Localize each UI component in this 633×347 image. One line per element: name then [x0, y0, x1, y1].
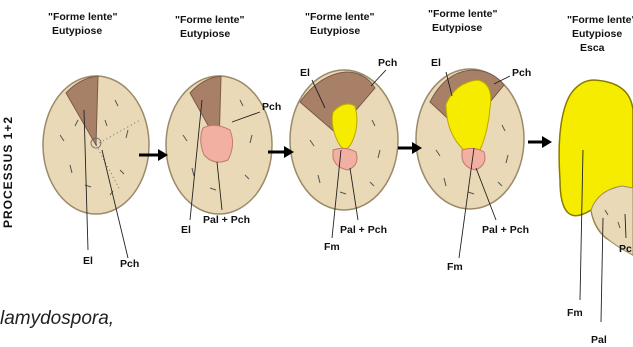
svg-text:"Forme lente": "Forme lente"	[305, 11, 374, 23]
label-pch-2: Pch	[262, 101, 281, 113]
svg-text:Esca: Esca	[580, 42, 605, 54]
pink-lesion	[201, 125, 233, 162]
label-pch-1: Pch	[120, 258, 139, 270]
svg-text:"Forme lente": "Forme lente"	[48, 11, 117, 23]
panel-header-4: "Forme lente" Eutypiose	[428, 8, 497, 34]
label-el-4: El	[431, 57, 441, 69]
panel-header-3: "Forme lente" Eutypiose	[305, 11, 374, 37]
label-pch-3: Pch	[378, 57, 397, 69]
progression-arrow-4	[528, 136, 552, 148]
label-pal-pch-4: Pal + Pch	[482, 224, 529, 236]
label-pal-pch-3: Pal + Pch	[340, 224, 387, 236]
svg-text:"Forme lente": "Forme lente"	[567, 14, 633, 26]
svg-text:"Forme lente": "Forme lente"	[428, 8, 497, 20]
label-el-1: El	[83, 255, 93, 267]
label-fm-4: Fm	[447, 261, 463, 273]
svg-text:Eutypiose: Eutypiose	[310, 25, 360, 37]
label-pc-5: Pc	[619, 243, 632, 255]
label-el-2: El	[181, 224, 191, 236]
label-pal-pch-2: Pal + Pch	[203, 214, 250, 226]
cross-section-3	[290, 70, 398, 210]
label-pch-4: Pch	[512, 67, 531, 79]
svg-text:Eutypiose: Eutypiose	[52, 25, 102, 37]
figure-caption-fragment: lamydospora,	[0, 308, 114, 330]
cross-section-2	[166, 76, 272, 214]
label-pal-5: Pal	[591, 334, 607, 346]
panel-header-5: "Forme lente" Eutypiose Esca	[567, 14, 633, 54]
label-fm-5: Fm	[567, 307, 583, 319]
cross-section-5	[559, 80, 633, 255]
cross-section-4	[416, 69, 524, 209]
svg-text:Eutypiose: Eutypiose	[572, 28, 622, 40]
processus-side-label: PROCESSUS 1+2	[1, 116, 15, 228]
svg-text:"Forme lente": "Forme lente"	[175, 14, 244, 26]
label-fm-3: Fm	[324, 241, 340, 253]
cross-section-1	[43, 76, 149, 214]
svg-text:Eutypiose: Eutypiose	[180, 28, 230, 40]
svg-text:Eutypiose: Eutypiose	[432, 22, 482, 34]
label-el-3: El	[300, 67, 310, 79]
panel-header-1: "Forme lente" Eutypiose	[48, 11, 117, 37]
panel-header-2: "Forme lente" Eutypiose	[175, 14, 244, 40]
